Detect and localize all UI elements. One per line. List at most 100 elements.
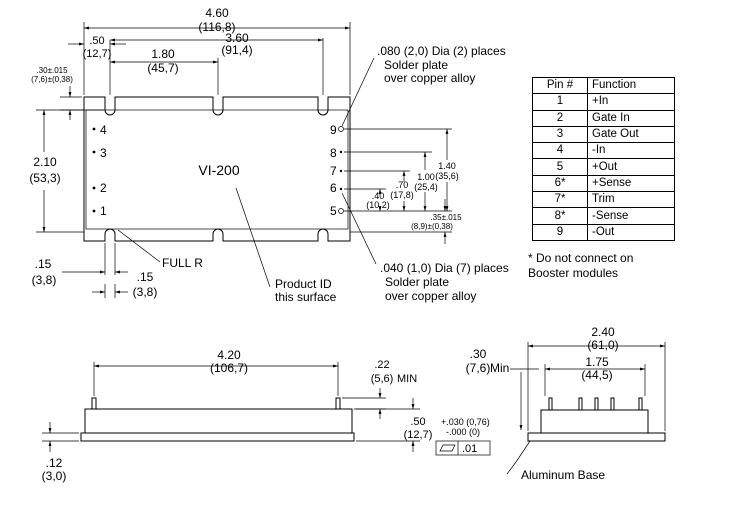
end-width-inch: 2.40 (591, 325, 615, 339)
tolerance-minus: -.000 (0) (446, 427, 480, 437)
offset-first-pin-mm: (12,7) (83, 48, 112, 60)
pin-5-label: 5 (330, 204, 337, 218)
end-pin-1 (548, 397, 553, 411)
flatness-frame (435, 440, 491, 456)
table-row: 6*+Sense (532, 174, 675, 193)
dim-040-inch: .40 (372, 191, 385, 201)
aluminum-base-label: Aluminum Base (521, 468, 605, 482)
pin-span-inch: 1.75 (585, 355, 609, 369)
table-row: 1+In (532, 93, 675, 111)
height-inch: 2.10 (33, 155, 57, 169)
pin-7-dot (339, 169, 343, 173)
pin-1-dot (92, 209, 96, 213)
pin-2-label: 2 (100, 181, 107, 195)
pin-function: -Out (587, 223, 675, 241)
pin-5-dot (338, 208, 344, 214)
header-function: Function (587, 76, 675, 95)
small-pin-note-line2: Solder plate (385, 275, 449, 289)
end-pin-3 (594, 397, 599, 411)
end-view: 2.40 (61,0) 1.75 (44,5) .30 (7,6) Min Al… (466, 325, 666, 482)
end-pin-5 (638, 397, 643, 411)
end-base (527, 432, 666, 442)
pin-function: -In (587, 142, 675, 160)
table-row: 9-Out (532, 223, 675, 241)
full-r-label: FULL R (162, 256, 203, 270)
side-body (84, 408, 353, 434)
tolerance-plus: +.030 (0,76) (441, 417, 490, 427)
table-row: 4-In (532, 142, 675, 160)
pin-spacing-b-inch: 3.60 (225, 31, 249, 45)
dim-140-inch: 1.40 (438, 161, 456, 171)
pin-function: -Sense (587, 207, 675, 225)
large-pin-note-line3: over copper alloy (384, 71, 475, 85)
product-id-note-line1: Product ID (275, 277, 332, 291)
pin-number: 2 (532, 109, 588, 127)
body-height-mm: (12,7) (404, 429, 433, 441)
top-view: 4.60 (116,8) .50 (12,7) 3.60 (91,4) 1.80… (29, 6, 508, 304)
body-height-inch: .50 (410, 416, 425, 428)
overall-width-mm: (116,8) (198, 20, 235, 34)
side-length-mm: (106,7) (210, 361, 248, 375)
slot-width-left-mm: (3,8) (32, 273, 57, 287)
pin-8-dot (339, 150, 343, 154)
pin-function: Gate In (587, 109, 675, 127)
large-pin-note-line2: Solder plate (384, 58, 448, 72)
end-pin-4 (610, 397, 615, 411)
footnote-line1: * Do not connect on (528, 251, 634, 265)
height-mm: (53,3) (29, 171, 60, 185)
pin-4-label: 4 (100, 123, 107, 137)
slot-depth-inch: .30±.015 (36, 66, 68, 75)
slot-width-right-inch: .15 (137, 270, 154, 284)
pin-function: +In (587, 93, 675, 111)
dim-100-inch: 1.00 (417, 172, 435, 182)
pin-min-suffix: MIN (397, 373, 417, 385)
table-row: 8*-Sense (532, 207, 675, 225)
pin-spacing-a-inch: 1.80 (151, 47, 175, 61)
pin-number: 3 (532, 125, 588, 144)
footnote-line2: Booster modules (528, 266, 619, 280)
small-pin-note-line3: over copper alloy (385, 289, 476, 303)
pin-span-mm: (44,5) (581, 368, 612, 382)
pin-function: +Sense (587, 174, 675, 193)
pin-8-label: 8 (330, 146, 337, 160)
pin-min-inch: .22 (374, 359, 389, 371)
dim-070-mm: (17,8) (390, 190, 414, 200)
dim-035-inch: .35±.015 (430, 213, 462, 222)
end-body (540, 409, 649, 434)
base-height-mm: (3,0) (42, 469, 67, 483)
module-outline (83, 96, 351, 242)
pin-number: 8* (532, 207, 588, 225)
pin-function: Gate Out (587, 125, 675, 144)
pin-9-label: 9 (330, 123, 337, 137)
pin-2-dot (92, 186, 96, 190)
table-row: 7*Trim (532, 191, 675, 209)
dim-040-mm: (10,2) (366, 200, 390, 210)
pin-6-dot (339, 187, 343, 191)
pin-number: 5 (532, 158, 588, 176)
pin-spacing-b-mm: (91,4) (221, 43, 252, 57)
base-height-inch: .12 (46, 456, 63, 470)
pin-number: 9 (532, 223, 588, 241)
slot-depth-mm: (7,6)±(0,38) (31, 75, 73, 84)
overall-width-inch: 4.60 (205, 6, 229, 20)
product-label: VI-200 (198, 162, 239, 178)
table-footnote: * Do not connect on Booster modules (528, 251, 668, 281)
pin-number: 4 (532, 142, 588, 160)
side-view: 4.20 (106,7) .22 (5,6) MIN .50 (12,7) +.… (42, 348, 491, 483)
slot-width-right-mm: (3,8) (133, 285, 158, 299)
dim-100-mm: (25,4) (414, 182, 438, 192)
pin-min-mm: (5,6) (371, 373, 394, 385)
product-id-note-line2: this surface (275, 290, 337, 304)
pin-6-label: 6 (330, 181, 337, 195)
pin-function: +Out (587, 158, 675, 176)
table-row: 5+Out (532, 158, 675, 176)
header-pin: Pin # (532, 76, 588, 95)
pin-length-suffix: Min (490, 361, 509, 375)
pin-9-dot (338, 126, 344, 132)
end-pin-2 (578, 397, 583, 411)
flatness-icon (439, 444, 456, 452)
small-pin-note-line1: .040 (1,0) Dia (7) places (380, 261, 509, 275)
